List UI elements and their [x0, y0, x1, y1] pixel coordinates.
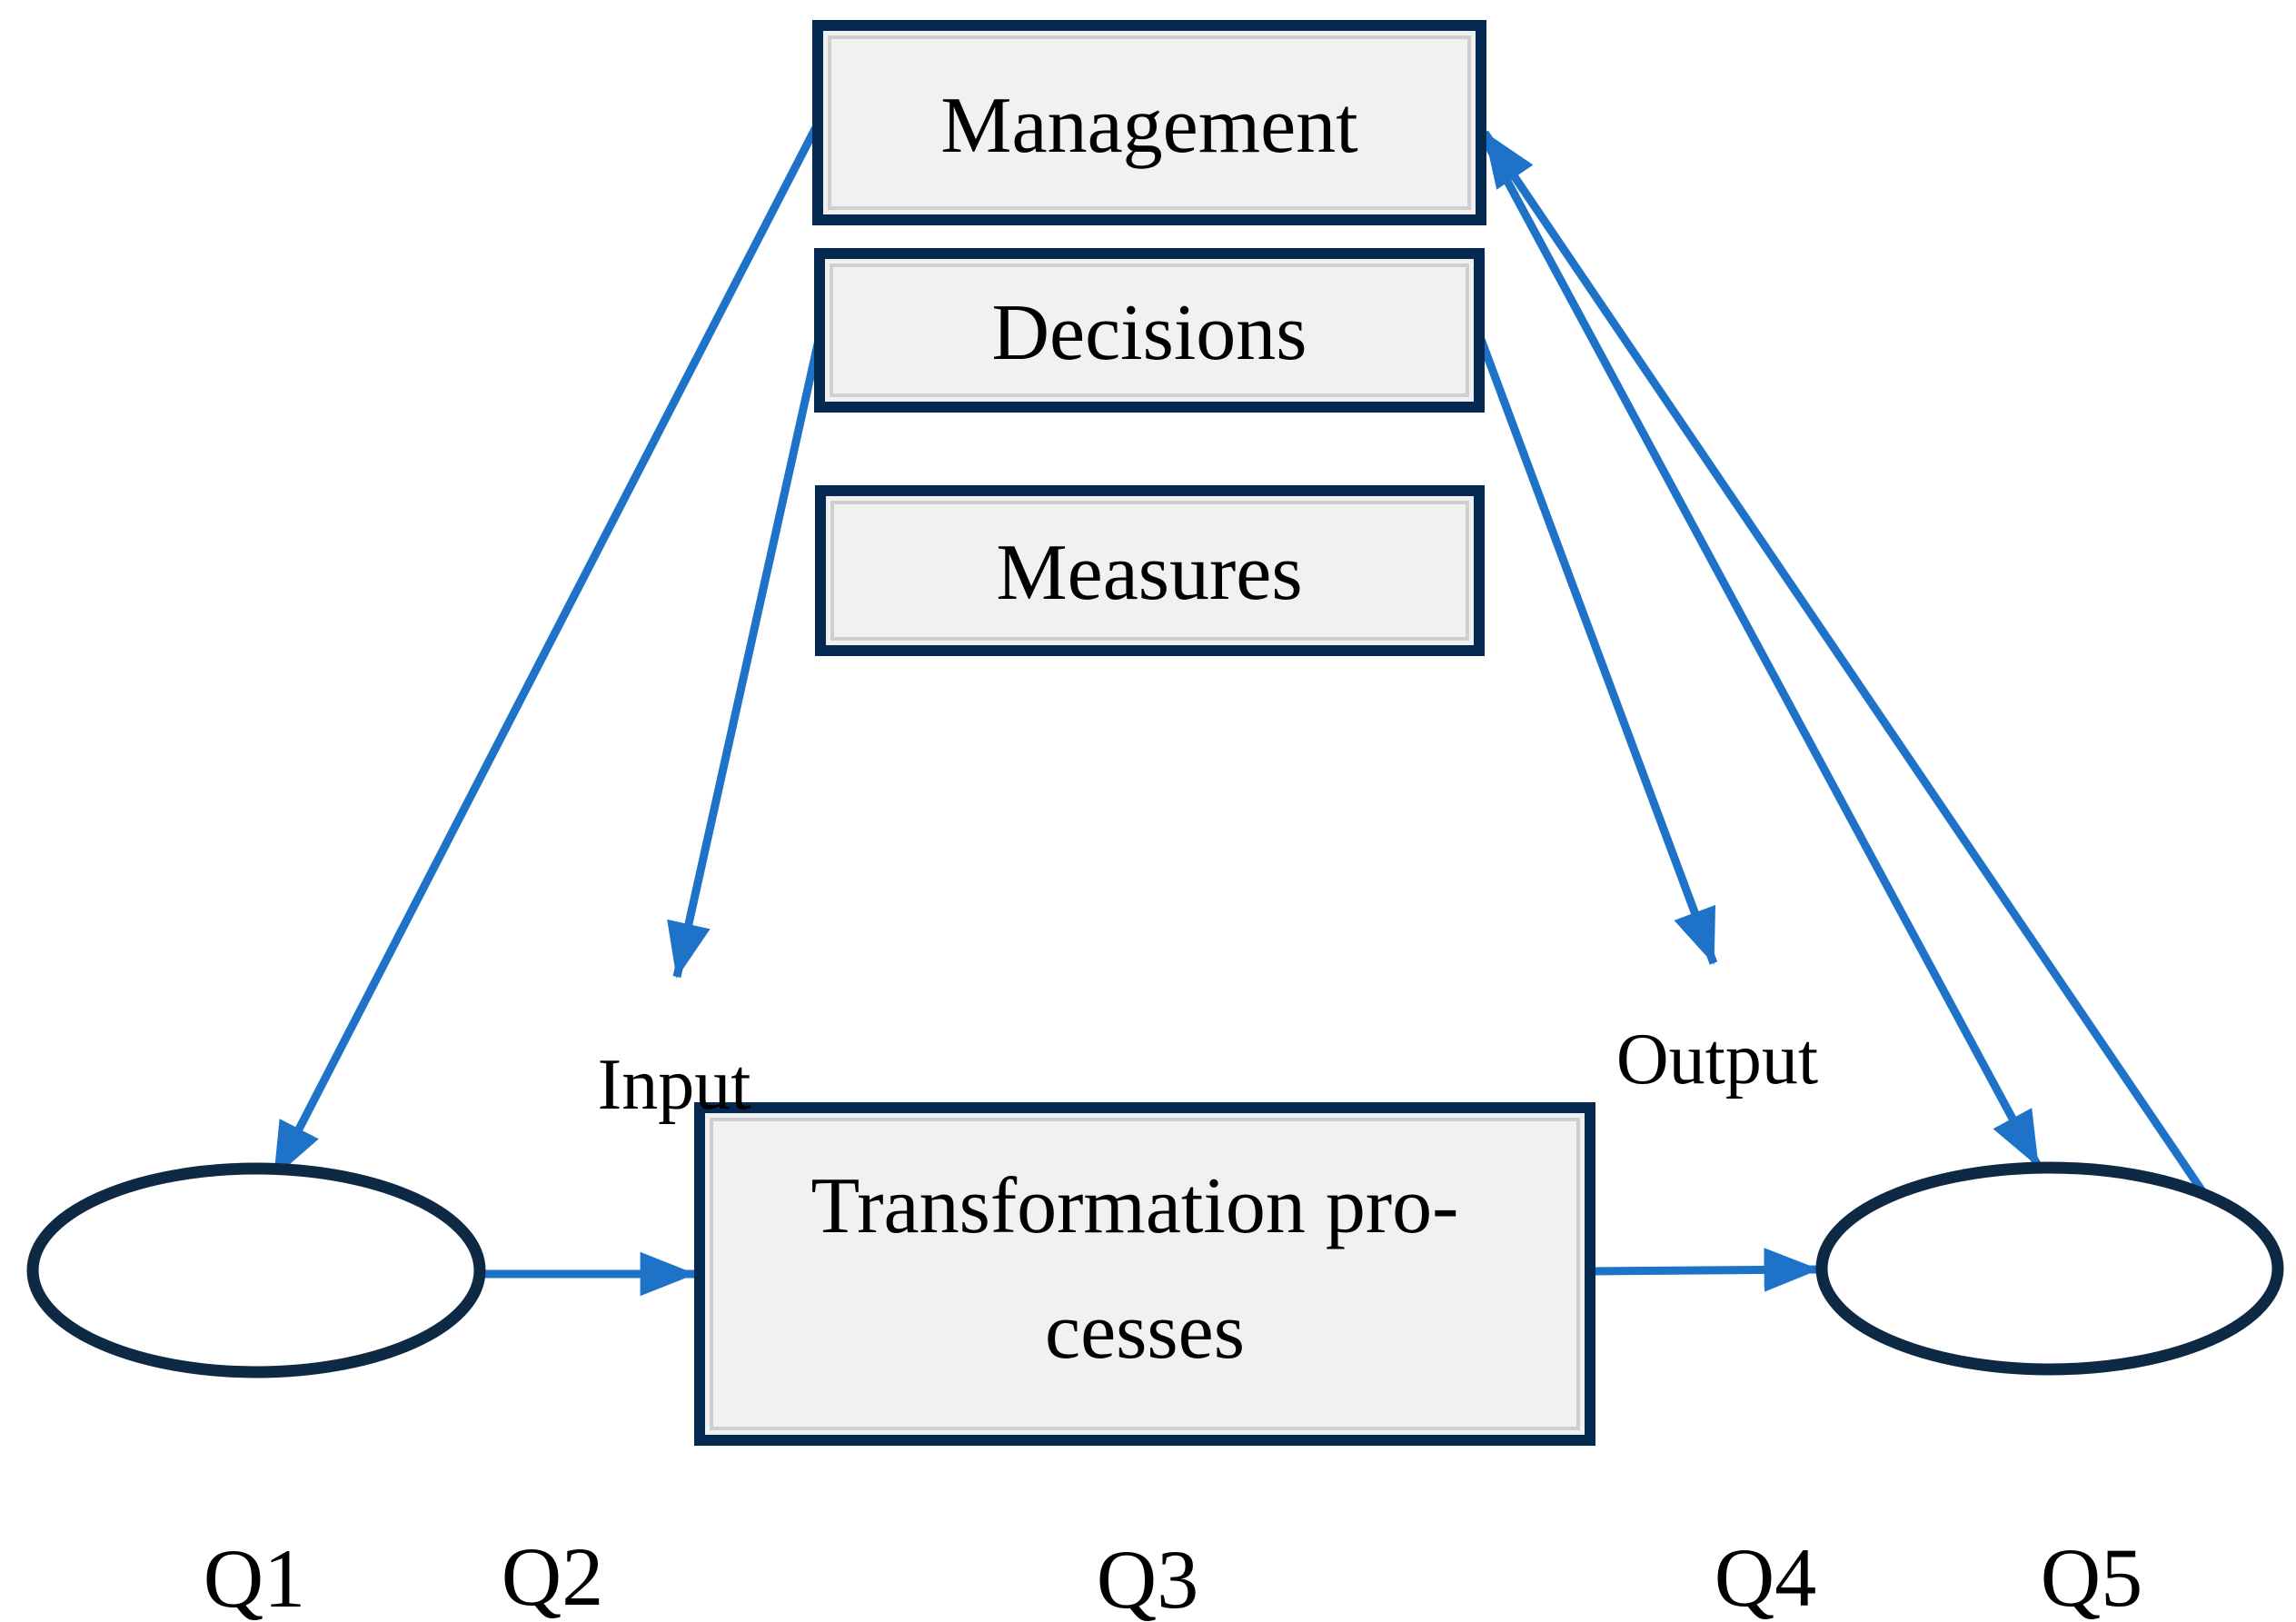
management-box-inner-shadow	[828, 35, 1471, 210]
arrow-decisions-to-output	[1475, 333, 1718, 965]
left-ellipse	[26, 1162, 486, 1378]
measures-label: Measures	[996, 529, 1302, 617]
arrow-decisions-to-input	[667, 331, 825, 979]
transformation-label-line2: cesses	[1045, 1288, 1245, 1376]
arrow-management-to-right-ellipse	[1481, 136, 2042, 1169]
q2-label: Q2	[502, 1530, 603, 1622]
q1-label: Q1	[204, 1532, 305, 1622]
transformation-box-inner-shadow	[710, 1118, 1580, 1430]
right-ellipse	[1815, 1161, 2284, 1376]
arrow-transformation-to-right-ellipse	[1591, 1248, 1820, 1292]
transformation-box	[694, 1102, 1595, 1446]
q4-label: Q4	[1715, 1531, 1816, 1622]
input-label: Input	[598, 1045, 751, 1125]
decisions-box	[814, 248, 1485, 413]
output-label: Output	[1616, 1020, 1818, 1100]
q5-label: Q5	[2041, 1531, 2142, 1622]
management-box	[812, 20, 1486, 225]
transformation-label: Transformation pro- cesses	[811, 1162, 1479, 1376]
arrow-management-to-left-ellipse	[271, 124, 820, 1179]
transformation-label-line1: Transformation pro-	[811, 1162, 1459, 1250]
decisions-box-inner-shadow	[830, 264, 1469, 397]
q3-label: Q3	[1097, 1533, 1198, 1622]
decisions-label: Decisions	[991, 289, 1307, 377]
measures-box-inner-shadow	[830, 501, 1469, 641]
arrow-right-ellipse-to-management	[1481, 130, 2208, 1197]
management-label: Management	[940, 82, 1357, 170]
measures-box	[815, 485, 1485, 656]
